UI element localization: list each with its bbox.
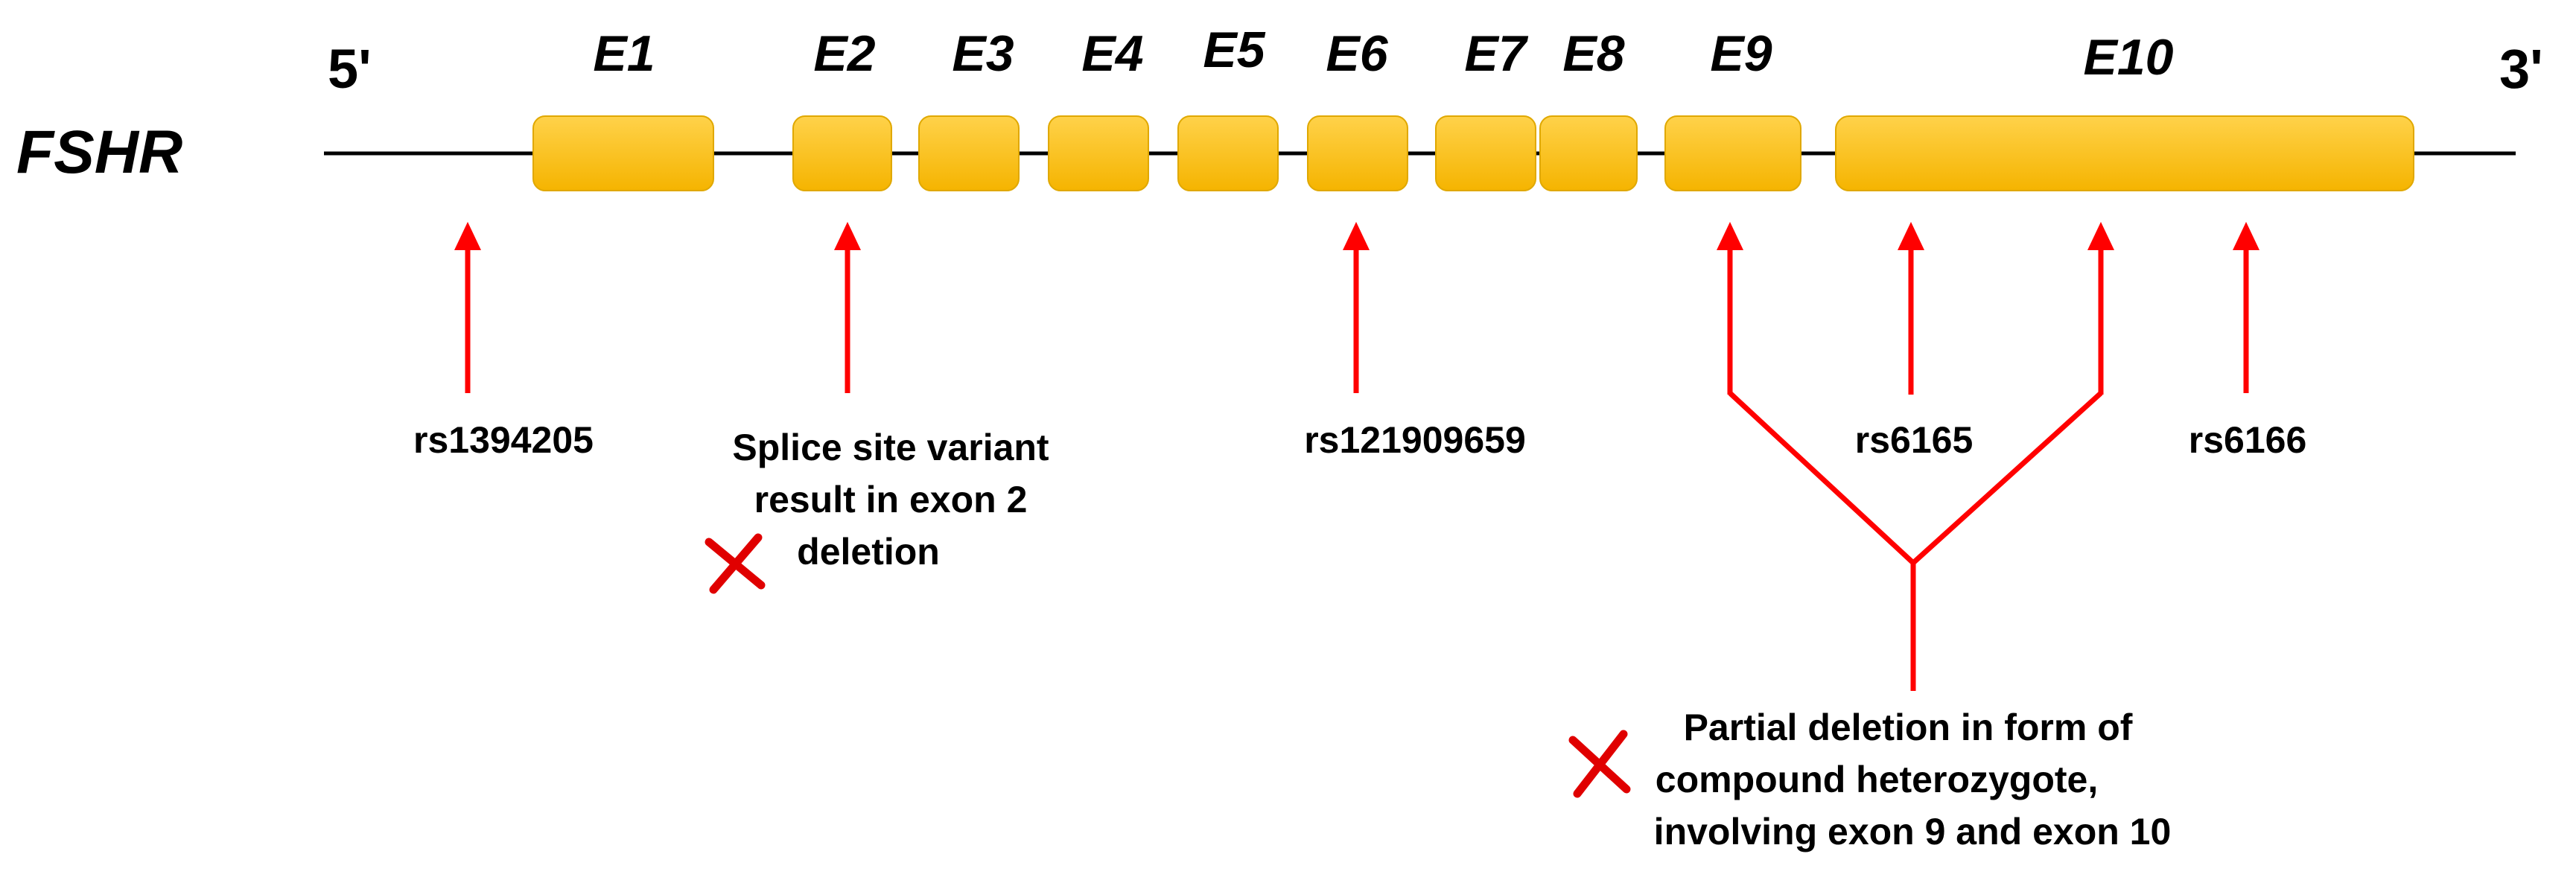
exon-1: E1: [532, 25, 714, 191]
exon-4: E4: [1048, 25, 1149, 191]
exon-box: [1435, 115, 1536, 191]
exon-label: E2: [813, 25, 875, 82]
exon-box: [1539, 115, 1638, 191]
exon-box: [1307, 115, 1408, 191]
exon-label: E8: [1562, 25, 1624, 82]
label-partial-deletion-line2: compound heterozygote,: [1656, 759, 2098, 800]
exon-label: E6: [1326, 25, 1388, 82]
label-partial-deletion-line1: Partial deletion in form of: [1684, 707, 2133, 748]
five-prime-label: 5': [328, 38, 372, 100]
arrow-rs6165: [1898, 222, 1924, 395]
arrow-exon10-deletion: [2087, 222, 2114, 395]
exon-box: [792, 115, 892, 191]
arrow-rs6166: [2233, 222, 2259, 393]
arrow-rs121909659: [1343, 222, 1370, 393]
exon-label: E9: [1710, 25, 1772, 82]
arrow-rs1394205: [454, 222, 481, 393]
exon-3: E3: [918, 25, 1020, 191]
exon-8: E8: [1539, 25, 1638, 191]
exon-label: E3: [952, 25, 1014, 82]
exon-box: [1048, 115, 1149, 191]
exon-box: [918, 115, 1020, 191]
arrow-exon9-deletion: [1717, 222, 1743, 395]
exon-6: E6: [1307, 25, 1408, 191]
exon-box: [1835, 115, 2414, 191]
exon-10: E10: [1835, 29, 2414, 191]
label-partial-deletion-line3: involving exon 9 and exon 10: [1654, 811, 2172, 852]
cross-mark-icon: [705, 533, 766, 594]
label-splice-line2: result in exon 2: [754, 479, 1028, 520]
exon-box: [1177, 115, 1279, 191]
label-rs6166: rs6166: [2189, 419, 2307, 461]
label-rs121909659: rs121909659: [1304, 419, 1526, 461]
exon-box: [532, 115, 714, 191]
exon-label: E1: [593, 25, 655, 82]
exon-label: E5: [1203, 22, 1265, 78]
exon-9: E9: [1664, 25, 1801, 191]
cross-mark-icon: [1568, 730, 1631, 798]
label-rs1394205: rs1394205: [413, 419, 594, 461]
gene-name: FSHR: [16, 118, 182, 186]
label-splice-line3: deletion: [797, 531, 940, 573]
exon-box: [1664, 115, 1801, 191]
label-rs6165: rs6165: [1855, 419, 1974, 461]
exon-2: E2: [792, 25, 892, 191]
label-splice-line1: Splice site variant: [732, 427, 1049, 468]
exon-label: E7: [1464, 25, 1528, 82]
exon-7: E7: [1435, 25, 1536, 191]
arrow-exon2-splice: [834, 222, 861, 393]
branch-connector: [1728, 391, 2103, 691]
exon-label: E4: [1081, 25, 1143, 82]
three-prime-label: 3': [2499, 38, 2543, 100]
exon-label: E10: [2084, 29, 2174, 86]
exon-5: E5: [1177, 22, 1279, 191]
